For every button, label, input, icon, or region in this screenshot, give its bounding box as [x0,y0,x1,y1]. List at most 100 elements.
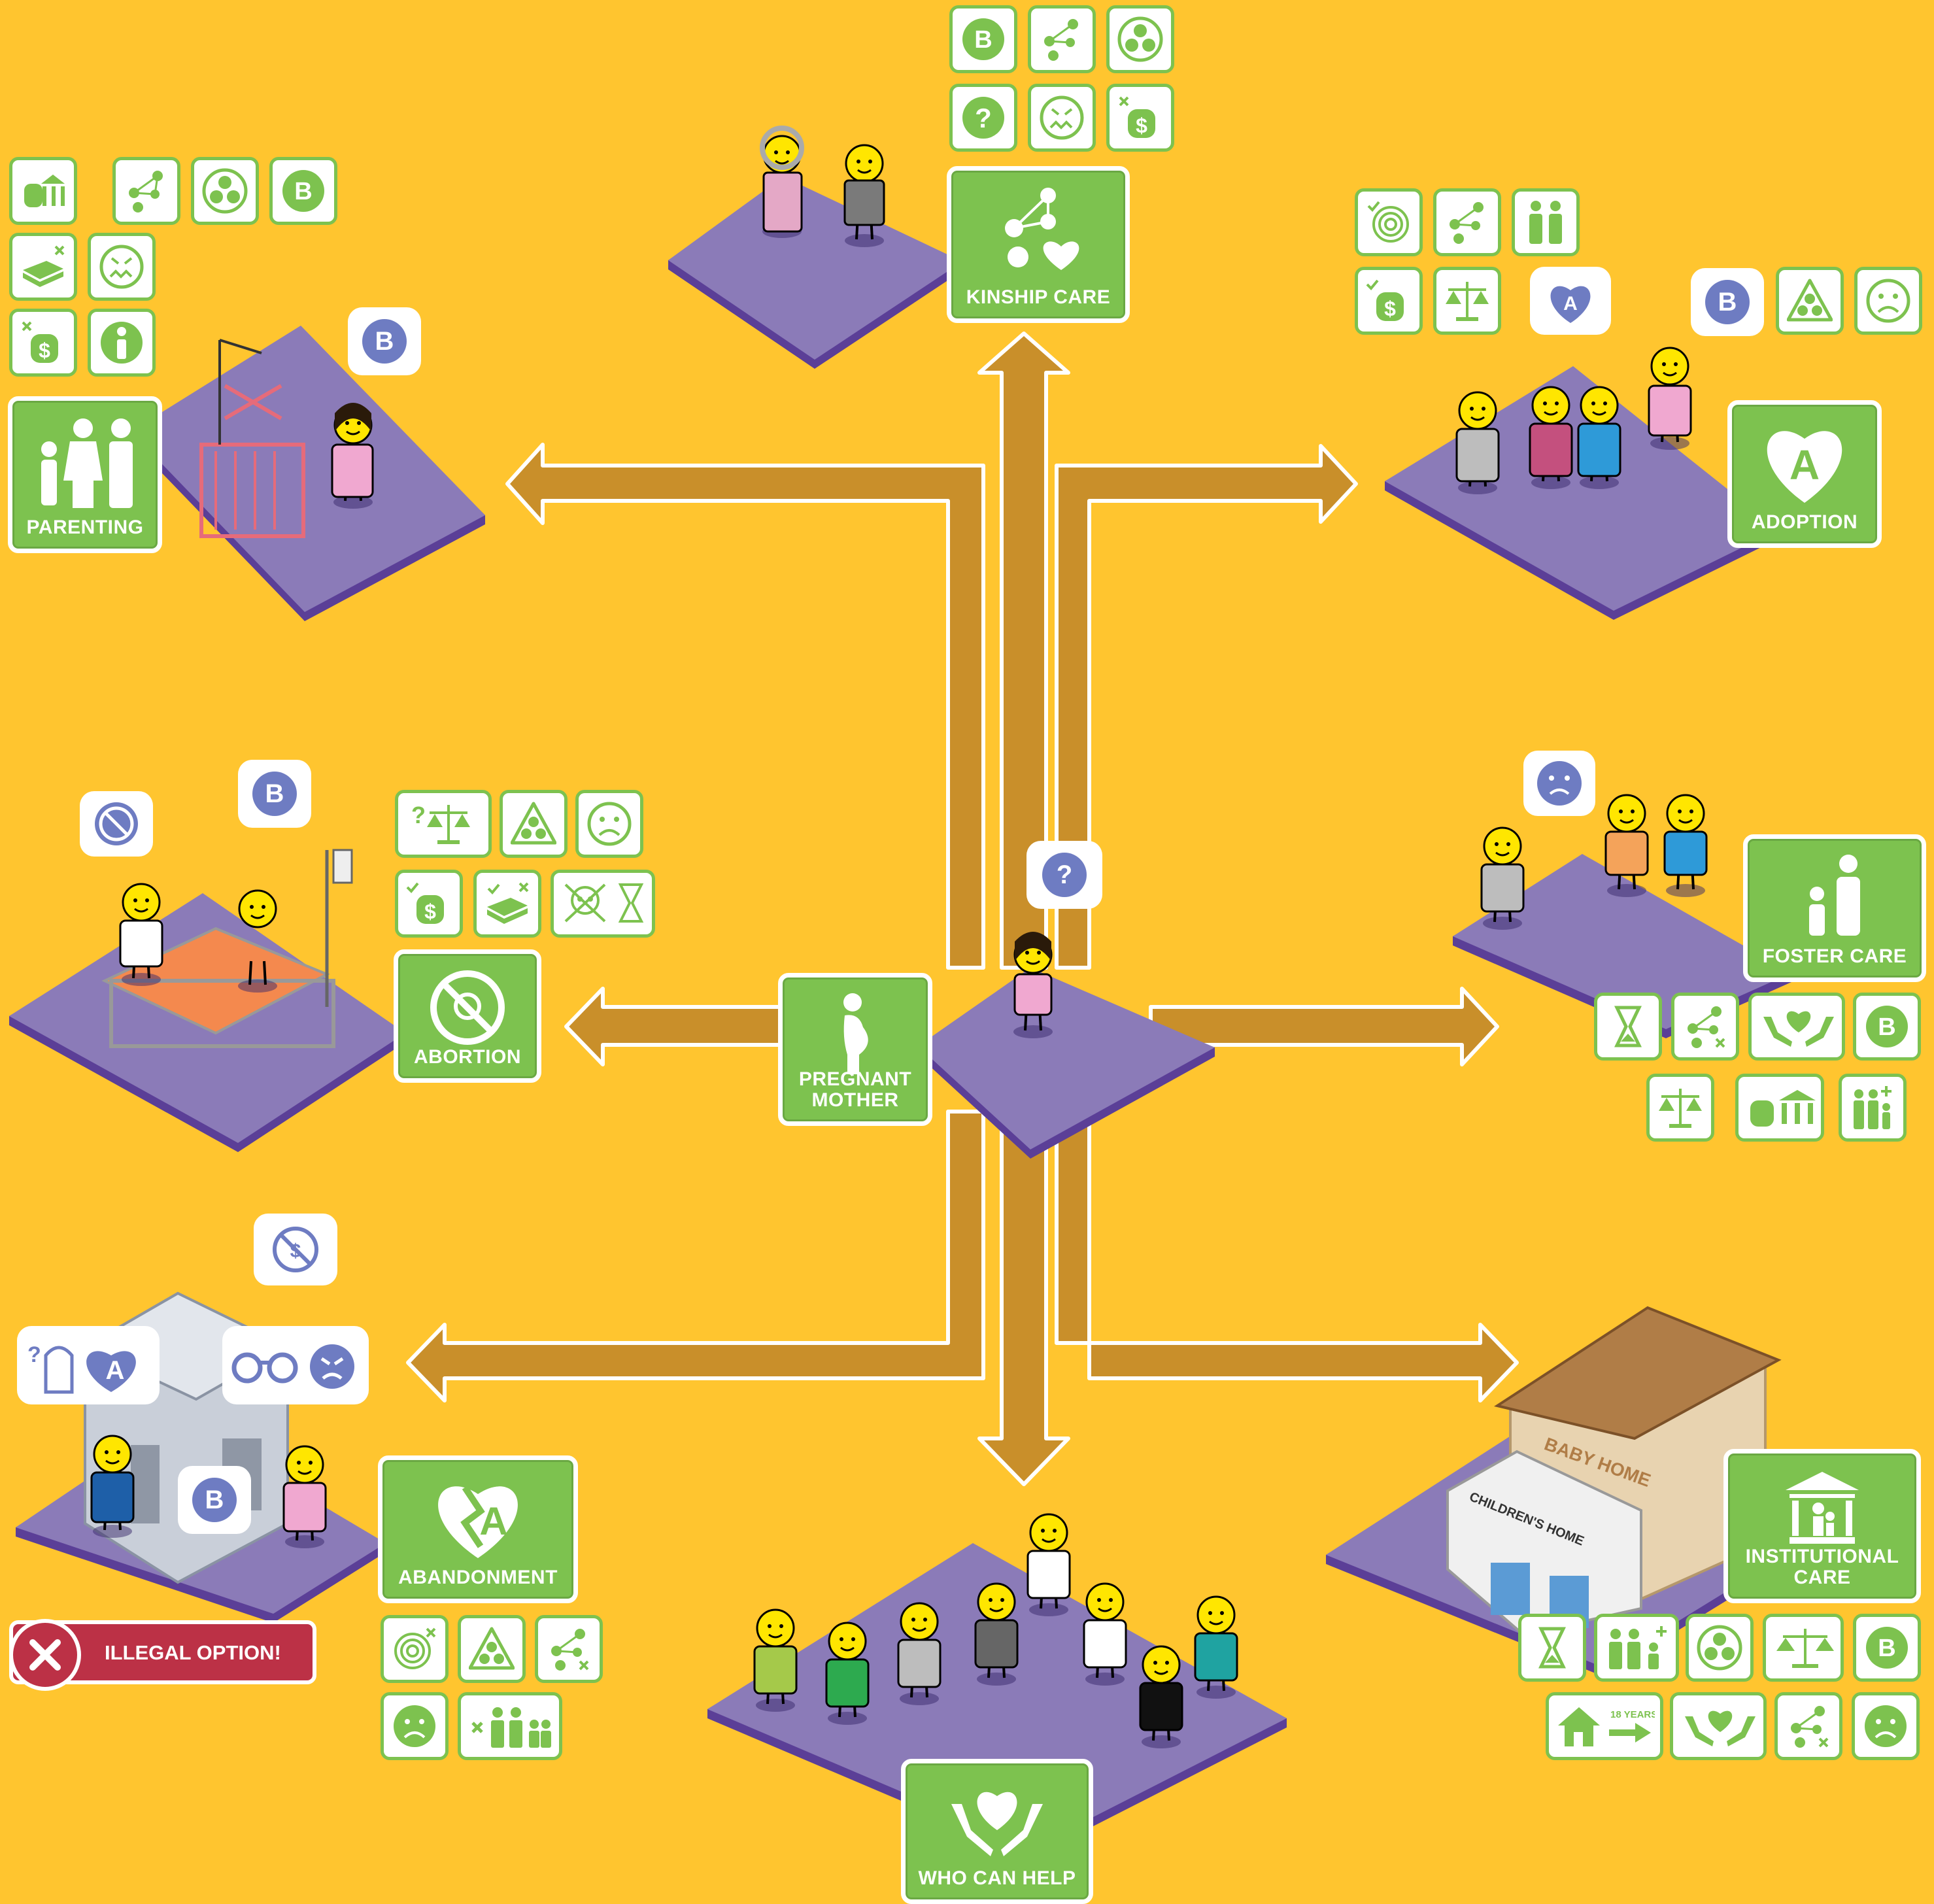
svg-text:?: ? [975,103,992,133]
no-fetus-icon [430,970,505,1045]
node-label: FOSTER CARE [1762,945,1907,967]
circles-triangle-icon [1776,267,1844,335]
svg-text:B: B [1878,1013,1895,1041]
node-pregnant-mother[interactable]: PREGNANT MOTHER [778,973,932,1126]
figure-grandfather [843,144,885,248]
b-icon: B [269,157,337,225]
b-icon: B [1853,993,1921,1061]
node-label: ABORTION [414,1046,521,1068]
home-arrow-icon: 18 YEARS [1546,1692,1663,1760]
svg-text:B: B [1878,1635,1895,1662]
scales-icon [1763,1614,1844,1682]
hourglass-icon [1518,1614,1586,1682]
svg-text:A: A [1790,441,1820,488]
node-parenting[interactable]: PARENTING [8,396,162,553]
grave-heart-bubble-icon: ?A [27,1342,136,1394]
people-icon [1512,188,1580,256]
arrow-to-who-can-help [977,1110,1070,1486]
network-x-icon [535,1615,603,1683]
circles-triangle-icon [458,1615,526,1683]
bubble-b-adoption: B [1691,268,1764,336]
node-label: PREGNANT MOTHER [798,1068,912,1111]
figure-pregnant-mother [1012,932,1054,1040]
svg-text:$: $ [290,1240,301,1262]
sad-face-icon [575,790,643,858]
node-institutional-care[interactable]: INSTITUTIONAL CARE [1723,1449,1921,1603]
handcuffs-angry-bubble-icon [231,1344,354,1389]
circles-triangle-icon [500,790,568,858]
money-bank-icon [1735,1074,1824,1142]
question-bubble-icon: ? [1042,853,1087,897]
svg-text:A: A [479,1499,507,1543]
figure-grandmother [760,126,804,239]
platform-kinship [668,177,962,369]
hands-heart-x-icon [1670,1692,1767,1760]
question-icon: ? [949,84,1017,152]
broken-heart-a-icon: A [438,1486,518,1558]
sad-face-bubble-icon [1537,761,1582,806]
info-person-icon [88,309,156,377]
sad-face-icon [1854,267,1922,335]
heart-a-bubble-letter: A [1563,293,1578,314]
circles-icon [191,157,259,225]
network-icon [1433,188,1501,256]
node-adoption[interactable]: A ADOPTION [1727,400,1882,548]
scales-question-icon: ? [395,790,492,858]
node-label: WHO CAN HELP [918,1867,1076,1889]
figure-doctor [119,883,163,987]
b-bubble-icon: B [192,1478,237,1522]
circles-icon [1106,5,1174,73]
svg-text:$: $ [39,339,50,362]
family-x-icon [458,1692,562,1760]
network-icon [112,157,180,225]
skull-hourglass-icon [551,870,655,938]
b-icon: B [949,5,1017,73]
hands-heart-x-icon [1748,993,1845,1061]
node-who-can-help[interactable]: WHO CAN HELP [901,1759,1093,1904]
node-label: KINSHIP CARE [966,286,1111,308]
node-foster-care[interactable]: FOSTER CARE [1743,834,1926,982]
arrow-to-parenting [505,443,985,970]
sick-face-icon [88,233,156,301]
node-abortion[interactable]: ABORTION [394,949,541,1083]
institutional-building [1446,1306,1782,1637]
sick-face-icon [1028,84,1096,152]
years-label: 18 YEARS [1610,1709,1655,1720]
bubble-heart-a-adoption: A [1530,267,1611,335]
money-check-icon: $ [1355,267,1423,335]
hands-heart-icon [951,1792,1043,1856]
svg-text:$: $ [424,900,436,923]
illegal-option-text: ILLEGAL OPTION! [105,1641,281,1664]
family-icon [41,418,133,508]
node-kinship-care[interactable]: KINSHIP CARE [947,166,1130,323]
circles-icon [1686,1614,1754,1682]
family-plus-icon [1839,1074,1907,1142]
crib [199,339,305,538]
bubble-no-money-abandonment: $ [254,1214,337,1285]
svg-text:?: ? [411,802,426,828]
figure-adoption-woman [1529,386,1573,490]
figure-abandonment-officer [90,1435,135,1539]
svg-text:A: A [106,1356,125,1385]
illegal-option-badge: ILLEGAL OPTION! [9,1619,316,1691]
money-x-icon: $ [9,309,77,377]
bubble-question-pregnant-mother: ? [1026,841,1102,909]
bubble-b-abandonment: B [178,1466,251,1534]
figure-adoption-man [1455,391,1500,496]
arrow-to-adoption [1055,444,1358,970]
svg-text:$: $ [1136,114,1147,137]
money-check-icon: $ [395,870,463,938]
institution-icon [1786,1472,1859,1544]
platform-center [918,968,1215,1159]
arrow-to-institutional [1055,1110,1519,1402]
helpers-group [753,1513,1238,1750]
svg-text:$: $ [1384,297,1396,320]
node-abandonment[interactable]: A ABANDONMENT [378,1455,578,1603]
bubble-sad-foster [1523,751,1595,816]
sad-face-icon [1852,1692,1920,1760]
bubble-handcuffs-abandonment [222,1326,369,1404]
node-label: ADOPTION [1751,511,1858,533]
scales-icon [1433,267,1501,335]
